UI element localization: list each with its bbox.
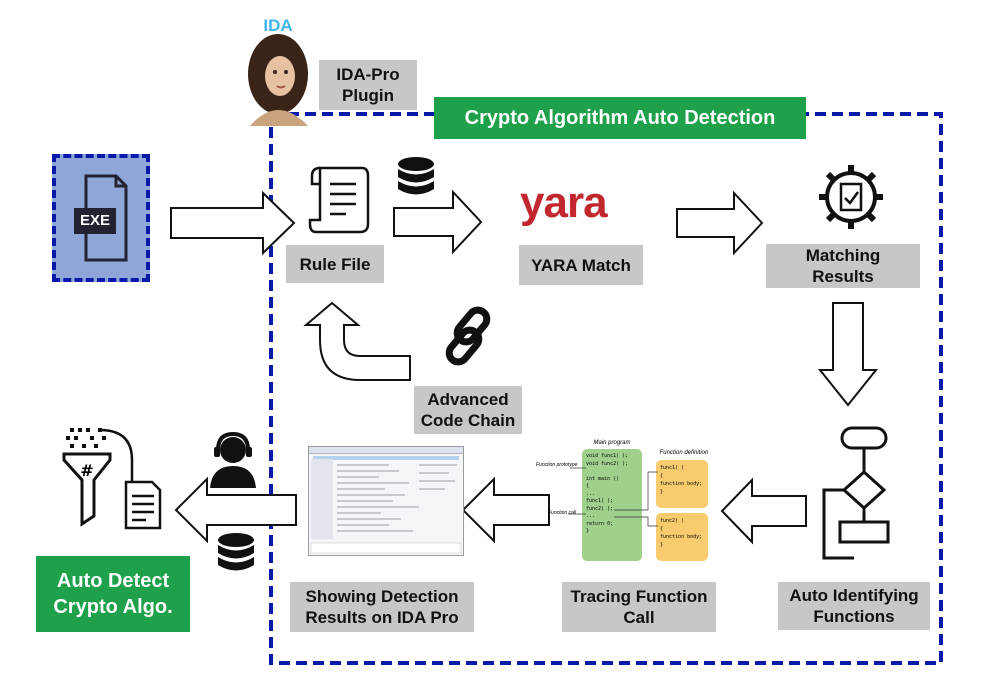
flowchart-icon — [822, 426, 890, 560]
function-prototype-label: Function prototype — [536, 462, 578, 468]
svg-text:#: # — [80, 461, 93, 480]
exe-file-type: EXE — [79, 212, 110, 229]
yara-logo: yara — [520, 178, 608, 227]
output-label: Auto Detect Crypto Algo. — [36, 556, 190, 632]
yara-match-label: YARA Match — [519, 245, 643, 285]
main-line: return 0; — [586, 520, 614, 527]
main-line: } — [586, 528, 590, 534]
ida-pro-screenshot — [308, 446, 464, 556]
func1-line: function body; — [660, 481, 703, 487]
main-program-box: void func1( ); void func2( ); int main (… — [582, 449, 642, 561]
call-graph-connectors — [568, 467, 658, 527]
func2-line: { — [660, 526, 664, 532]
auto-identifying-label: Auto Identifying Functions — [778, 582, 930, 630]
func2-line: } — [660, 542, 664, 548]
plugin-label: IDA-Pro Plugin — [319, 60, 417, 110]
database-icon — [398, 157, 434, 195]
exe-file-icon — [74, 174, 128, 262]
rule-file-label: Rule File — [286, 245, 384, 283]
scroll-icon — [308, 166, 370, 234]
ida-logo-text: IDA — [263, 16, 293, 35]
main-line: int main () — [586, 475, 620, 482]
main-line: void func1( ); — [586, 453, 629, 459]
main-line: { — [586, 483, 590, 489]
func2-line: func2( ) — [660, 518, 685, 524]
main-line: ... — [586, 490, 596, 497]
func1-box: func1( ) { function body; } — [656, 460, 708, 508]
showing-results-label: Showing Detection Results on IDA Pro — [290, 582, 474, 632]
exe-file-box: EXE — [52, 154, 150, 282]
tracing-call-label: Tracing Function Call — [562, 582, 716, 632]
gear-check-icon — [819, 165, 883, 229]
advanced-code-chain-label: Advanced Code Chain — [414, 386, 522, 434]
call-graph: Main program Function definition Functio… — [536, 440, 718, 565]
function-definition-title: Function definition — [659, 450, 709, 456]
func2-box: func2( ) { function body; } — [656, 513, 708, 561]
matching-results-label: Matching Results — [766, 244, 920, 288]
filter-document-icon: # — [62, 428, 162, 530]
main-line: void func2( ); — [586, 460, 629, 467]
main-program-title: Main program — [593, 440, 631, 446]
main-line: func2( ); — [586, 505, 614, 512]
ida-portrait-icon: IDA — [242, 14, 314, 126]
main-line: ... — [586, 513, 596, 519]
func1-line: } — [660, 489, 664, 495]
func2-line: function body; — [660, 534, 703, 540]
analyst-icon — [210, 431, 256, 488]
chain-link-icon — [445, 306, 491, 366]
func1-line: func1( ) — [660, 465, 685, 471]
func1-line: { — [660, 473, 664, 479]
database-icon — [218, 533, 254, 571]
function-call-label: Function call — [548, 510, 577, 516]
diagram-title: Crypto Algorithm Auto Detection — [434, 97, 806, 139]
main-line: func1( ); — [586, 498, 614, 504]
